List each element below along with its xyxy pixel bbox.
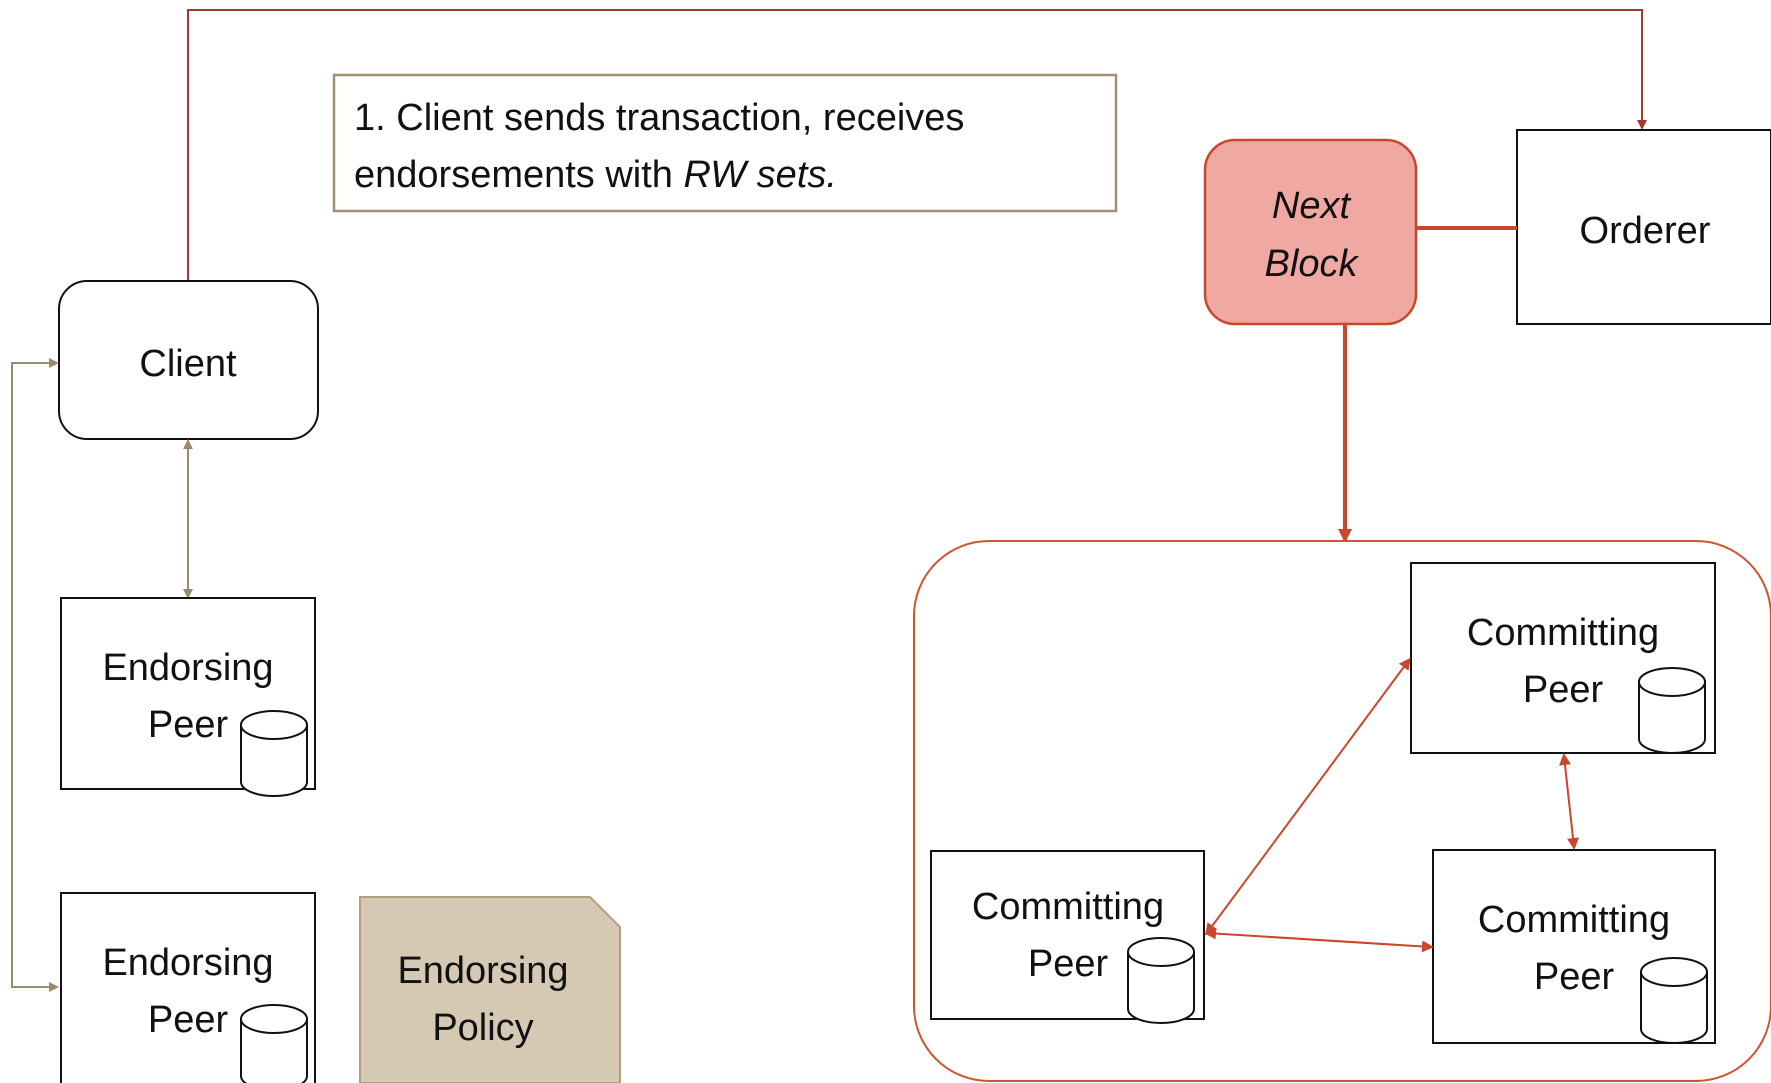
gossip-arrow-top-right bbox=[1559, 753, 1579, 850]
gossip-arrow-left-right bbox=[1204, 927, 1434, 953]
committing-peer-left-line2: Peer bbox=[1028, 943, 1109, 985]
next-block-node bbox=[1203, 138, 1418, 326]
next-block-line2: Block bbox=[1265, 243, 1360, 285]
committing-peer-left-line1: Committing bbox=[972, 886, 1164, 928]
client-endorser2-loop bbox=[11, 358, 59, 992]
database-icon bbox=[240, 710, 308, 797]
endorsing-policy-document bbox=[359, 896, 621, 1083]
committing-peer-right-line2: Peer bbox=[1534, 956, 1615, 998]
database-icon bbox=[1640, 957, 1708, 1044]
endorsing-peer-1-line2: Peer bbox=[148, 704, 229, 746]
committing-peer-right-line1: Committing bbox=[1478, 899, 1670, 941]
client-label: Client bbox=[139, 343, 237, 385]
caption-rw-sets: RW sets. bbox=[684, 154, 837, 196]
committing-peer-top-line1: Committing bbox=[1467, 612, 1659, 654]
orderer-label: Orderer bbox=[1580, 210, 1711, 252]
committing-peer-top-line2: Peer bbox=[1523, 669, 1604, 711]
orderer-node bbox=[1516, 129, 1771, 325]
caption-line-2: endorsements with RW sets. bbox=[354, 154, 837, 196]
client-to-orderer-arrow bbox=[187, 9, 1647, 280]
endorsing-policy-line1: Endorsing bbox=[397, 950, 568, 992]
database-icon bbox=[1127, 937, 1195, 1024]
caption-line-1: 1. Client sends transaction, receives bbox=[354, 97, 964, 139]
caption-line-2-text: endorsements with bbox=[354, 154, 684, 196]
endorsing-peer-1-line1: Endorsing bbox=[102, 647, 273, 689]
endorsing-peer-2-line2: Peer bbox=[148, 999, 229, 1041]
caption-box bbox=[332, 73, 1118, 213]
gossip-arrow-left-top bbox=[1205, 657, 1411, 936]
endorsing-peer-2-line1: Endorsing bbox=[102, 942, 273, 984]
next-block-line1: Next bbox=[1272, 185, 1352, 227]
database-icon bbox=[1638, 667, 1706, 754]
database-icon bbox=[240, 1004, 308, 1083]
endorsing-policy-line2: Policy bbox=[432, 1007, 533, 1049]
